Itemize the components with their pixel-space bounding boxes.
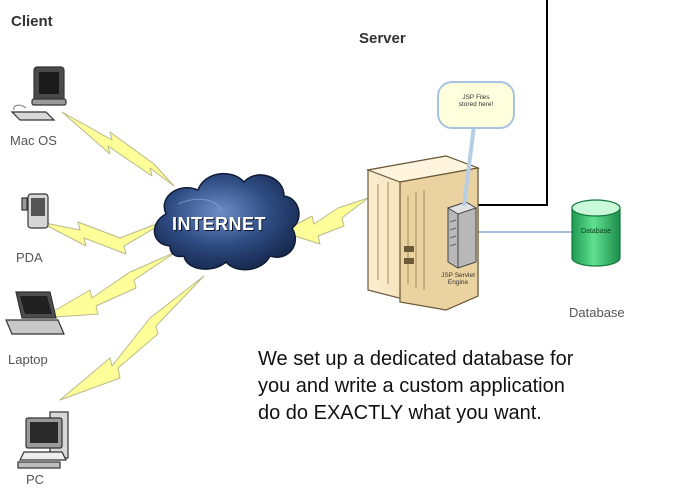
engine-line-2: Engine [447,279,469,287]
internet-cloud-shape [153,172,300,271]
pc-label: PC [26,472,45,487]
description-text: We set up a dedicated database for you a… [258,346,573,427]
laptop-label: Laptop [8,352,48,367]
server-header: Server [359,30,406,47]
database-icon-text: Database [581,228,611,235]
mac-os-label: Mac OS [10,133,57,148]
callout-line-1: JSP Files [462,94,490,101]
mac-computer-icon [10,66,67,121]
description-line-3: do do EXACTLY what you want. [258,402,542,424]
client-header: Client [11,13,53,30]
pda-icon [21,193,49,229]
link-pda-internet [39,217,173,255]
callout-pointer-line [462,125,476,207]
jsp-files-callout-bubble [437,81,515,129]
laptop-icon [5,291,65,335]
database-label: Database [569,305,625,320]
link-mac-internet [61,111,175,187]
description-line-1: We set up a dedicated database for [258,348,574,370]
pda-label: PDA [16,250,43,265]
pc-icon [17,411,69,469]
link-pc-internet [59,275,205,401]
database-cylinder-icon [571,199,621,267]
jsp-files-callout: JSP Files stored here! [440,94,512,109]
description-line-2: you and write a custom application [258,375,565,397]
internet-label: INTERNET [172,214,266,234]
server-tower-icon [365,155,481,311]
lightning-links [39,111,369,401]
jsp-servlet-engine-label: JSP Servlet Engine [430,272,486,287]
link-laptop-internet [41,251,177,319]
callout-line-2: stored here! [458,101,494,109]
engine-line-1: JSP Servlet [441,272,475,279]
jsp-servlet-engine-icon [446,201,478,269]
callout-connector-line [476,0,548,206]
link-internet-server [281,197,369,245]
